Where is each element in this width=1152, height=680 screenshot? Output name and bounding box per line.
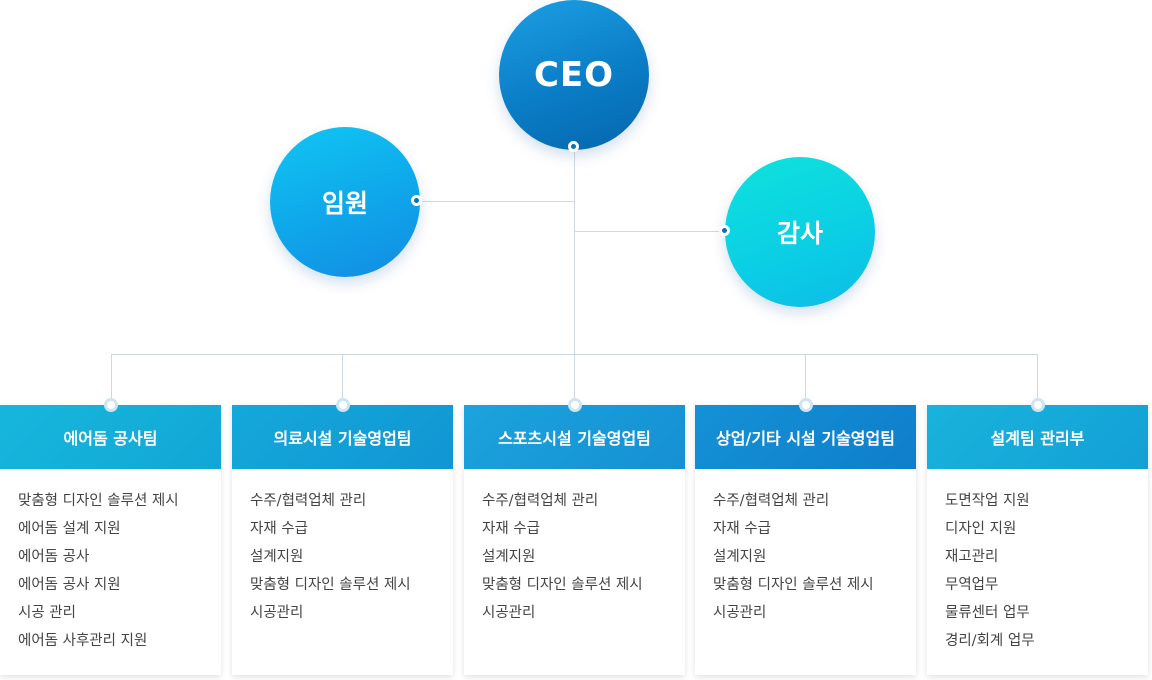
team-duty-item: 시공관리	[713, 605, 767, 621]
ceo-node: CEO	[499, 0, 649, 150]
team-duty-item: 도면작업 지원	[945, 493, 1030, 509]
team-duty-item: 시공 관리	[18, 605, 76, 621]
audit-node: 감사	[725, 157, 875, 307]
team-connector-dot-5	[1030, 398, 1045, 412]
executives-node: 임원	[270, 127, 420, 277]
team-header-4: 상업/기타 시설 기술영업팀	[695, 398, 916, 469]
team-duty-item: 에어돔 설계 지원	[18, 521, 121, 537]
ceo-connector-dot	[568, 141, 579, 152]
team-duty-item: 물류센터 업무	[945, 605, 1030, 621]
team-duty-item: 맞춤형 디자인 솔루션 제시	[250, 577, 411, 593]
team-card-2: 의료시설 기술영업팀 수주/협력업체 관리 자재 수급 설계지원 맞춤형 디자인…	[232, 398, 453, 675]
team-duty-item: 수주/협력업체 관리	[713, 493, 830, 509]
team-duty-item: 설계지원	[482, 549, 536, 565]
team-connector-dot-1	[103, 398, 118, 412]
team-header-2: 의료시설 기술영업팀	[232, 398, 453, 469]
team-duty-item: 자재 수급	[250, 521, 308, 537]
executives-label: 임원	[321, 189, 368, 218]
team-name-3: 스포츠시설 기술영업팀	[498, 429, 651, 448]
team-name-4: 상업/기타 시설 기술영업팀	[716, 429, 895, 448]
team-connector-dot-2	[335, 398, 350, 412]
executives-connector-dot	[411, 195, 422, 206]
team-duties-5: 도면작업 지원 디자인 지원 재고관리 무역업무 물류센터 업무 경리/회계 업…	[927, 469, 1148, 655]
team-card-3: 스포츠시설 기술영업팀 수주/협력업체 관리 자재 수급 설계지원 맞춤형 디자…	[464, 398, 685, 675]
team-duty-item: 수주/협력업체 관리	[250, 493, 367, 509]
team-header-3: 스포츠시설 기술영업팀	[464, 398, 685, 469]
team-duties-4: 수주/협력업체 관리 자재 수급 설계지원 맞춤형 디자인 솔루션 제시 시공관…	[695, 469, 916, 627]
team-name-5: 설계팀 관리부	[990, 429, 1085, 448]
team-duty-item: 시공관리	[482, 605, 536, 621]
team-duty-item: 맞춤형 디자인 솔루션 제시	[18, 493, 179, 509]
team-duty-item: 에어돔 공사	[18, 549, 90, 565]
team-duties-2: 수주/협력업체 관리 자재 수급 설계지원 맞춤형 디자인 솔루션 제시 시공관…	[232, 469, 453, 627]
team-duty-item: 무역업무	[945, 577, 999, 593]
team-connector-dot-3	[567, 398, 582, 412]
team-name-1: 에어돔 공사팀	[63, 429, 158, 448]
team-duty-item: 수주/협력업체 관리	[482, 493, 599, 509]
audit-connector-dot	[719, 225, 730, 236]
team-duty-item: 시공관리	[250, 605, 304, 621]
team-connector-dot-4	[798, 398, 813, 412]
team-duty-item: 설계지원	[713, 549, 767, 565]
team-card-4: 상업/기타 시설 기술영업팀 수주/협력업체 관리 자재 수급 설계지원 맞춤형…	[695, 398, 916, 675]
ceo-label: CEO	[533, 55, 615, 95]
team-name-2: 의료시설 기술영업팀	[273, 429, 412, 448]
team-duty-item: 자재 수급	[713, 521, 771, 537]
team-duty-item: 에어돔 공사 지원	[18, 577, 121, 593]
team-duty-item: 에어돔 사후관리 지원	[18, 633, 148, 649]
team-duty-item: 설계지원	[250, 549, 304, 565]
team-duties-3: 수주/협력업체 관리 자재 수급 설계지원 맞춤형 디자인 솔루션 제시 시공관…	[464, 469, 685, 627]
team-duty-item: 맞춤형 디자인 솔루션 제시	[482, 577, 643, 593]
team-card-1: 에어돔 공사팀 맞춤형 디자인 솔루션 제시 에어돔 설계 지원 에어돔 공사 …	[0, 398, 221, 675]
team-duty-item: 경리/회계 업무	[945, 633, 1035, 649]
team-duty-item: 디자인 지원	[945, 521, 1017, 537]
team-header-1: 에어돔 공사팀	[0, 398, 221, 469]
audit-label: 감사	[776, 219, 823, 248]
team-duty-item: 재고관리	[945, 549, 999, 565]
team-duty-item: 맞춤형 디자인 솔루션 제시	[713, 577, 874, 593]
team-header-5: 설계팀 관리부	[927, 398, 1148, 469]
team-duties-1: 맞춤형 디자인 솔루션 제시 에어돔 설계 지원 에어돔 공사 에어돔 공사 지…	[0, 469, 221, 655]
team-card-5: 설계팀 관리부 도면작업 지원 디자인 지원 재고관리 무역업무 물류센터 업무…	[927, 398, 1148, 675]
team-duty-item: 자재 수급	[482, 521, 540, 537]
